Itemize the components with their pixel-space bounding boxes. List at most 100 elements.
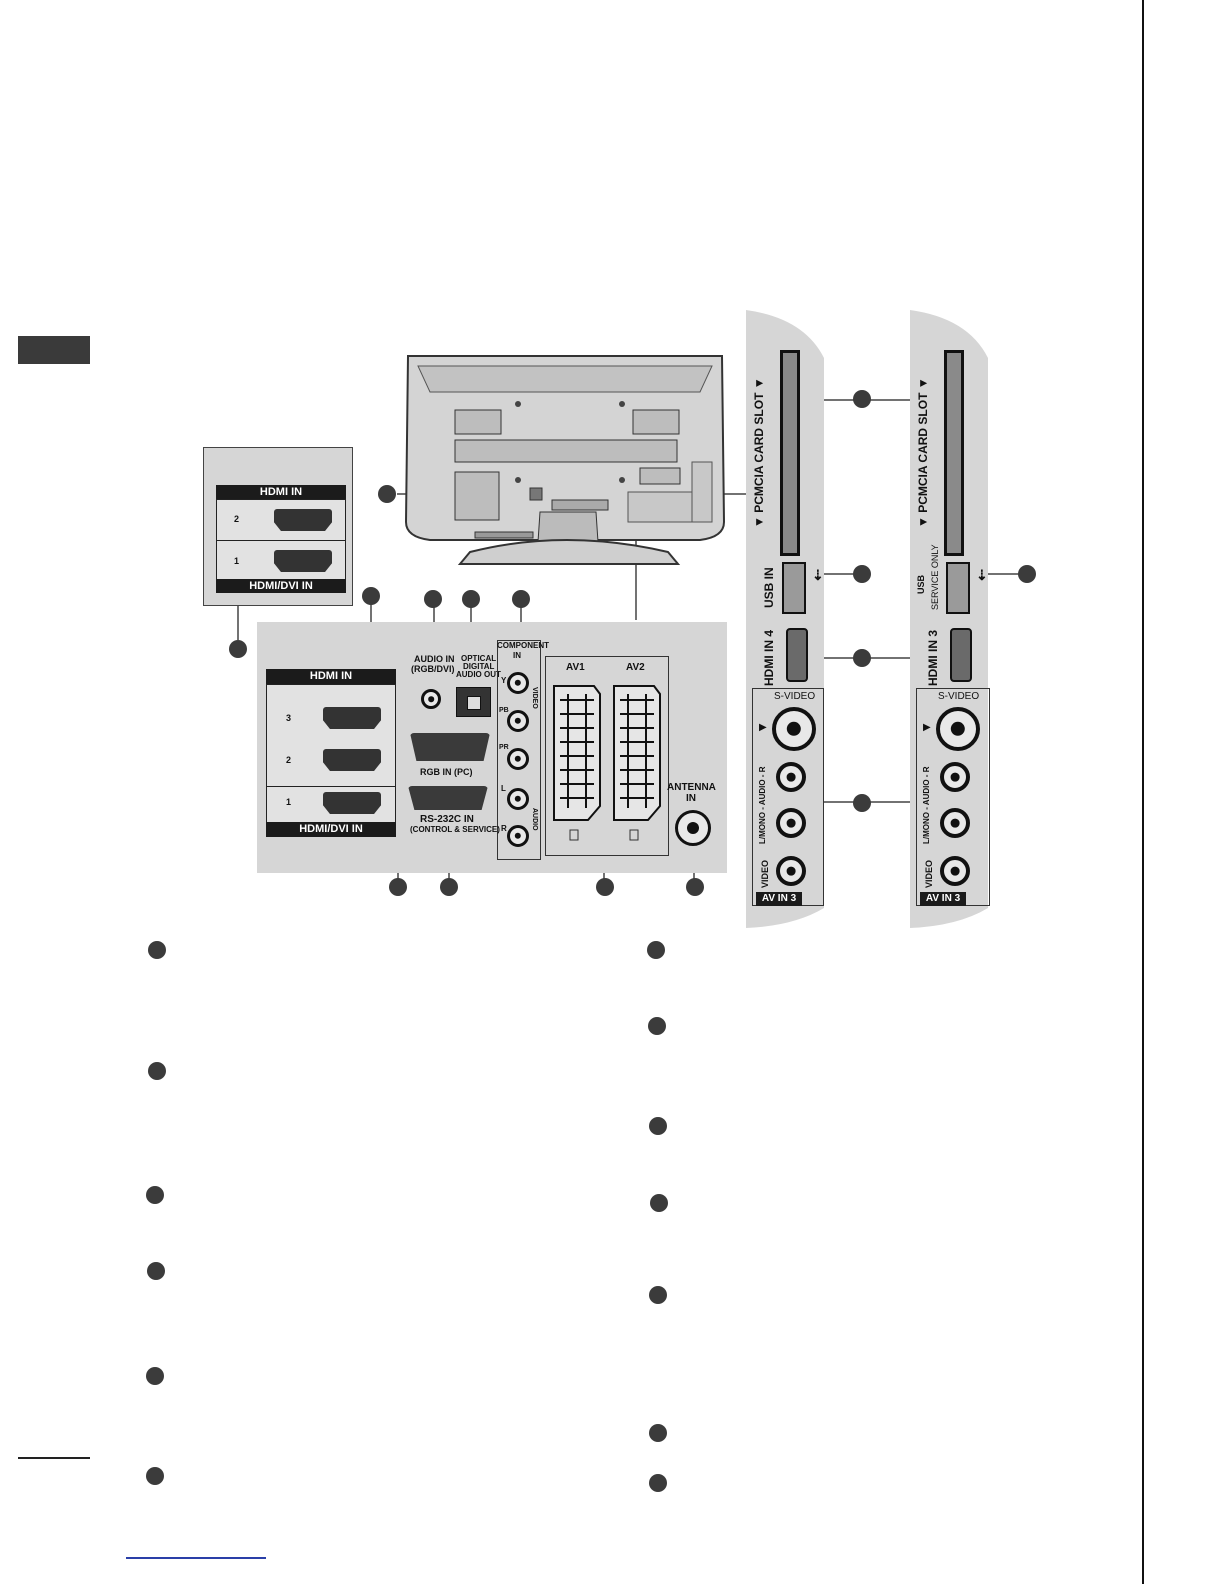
usb-port-1 [782, 562, 806, 614]
antenna-label: ANTENNA [667, 782, 716, 793]
callout-marker [853, 649, 871, 667]
svideo-jack-icon [772, 707, 816, 751]
scart-connectors [553, 685, 661, 841]
hdmi-small-divider [216, 540, 346, 541]
audio-in-sublabel: (RGB/DVI) [411, 664, 455, 674]
hdmi-main-footer: HDMI/DVI IN [266, 822, 396, 837]
callout-marker [462, 590, 480, 608]
callout-marker [378, 485, 396, 503]
section-tab-marker [18, 336, 90, 364]
callout-marker [229, 640, 247, 658]
rca-jack-icon [507, 788, 529, 810]
av1-label: AV1 [566, 662, 585, 673]
av2-label: AV2 [626, 662, 645, 673]
legend-marker [148, 941, 166, 959]
audio-label-2: L/MONO - AUDIO - R [922, 766, 931, 844]
usb-label-1: USB IN [762, 567, 776, 608]
usb-icon: ⇣ [976, 567, 988, 583]
usb-label-2: USB [916, 574, 926, 594]
rgb-label: RGB IN (PC) [420, 767, 473, 777]
component-y-label: Y [501, 676, 507, 685]
rs232-port-icon [408, 786, 488, 810]
hdmi-port-icon [274, 509, 332, 531]
svideo-jack-icon [936, 707, 980, 751]
legend-marker [146, 1367, 164, 1385]
rca-jack-icon [776, 762, 806, 792]
legend-marker [647, 941, 665, 959]
audio-side-label: AUDIO [531, 808, 538, 831]
legend-marker [648, 1017, 666, 1035]
svideo-label-2: S-VIDEO [938, 691, 980, 702]
pcmcia-slot-1 [780, 350, 800, 556]
component-r-label: R [501, 824, 507, 833]
av-in-label-1: AV IN 3 [756, 892, 802, 906]
component-l-label: L [501, 784, 506, 793]
legend-marker [649, 1117, 667, 1135]
legend-marker [146, 1186, 164, 1204]
optical-label: AUDIO OUT [456, 670, 501, 679]
optical-label: DIGITAL [463, 662, 495, 671]
antenna-jack-icon [675, 810, 711, 846]
rca-jack-icon [507, 672, 529, 694]
hdmi-main-port-label: 2 [286, 755, 292, 765]
rca-jack-icon [940, 856, 970, 886]
legend-marker [650, 1194, 668, 1212]
pcmcia-label-2: ▼ PCMCIA CARD SLOT ▼ [916, 377, 930, 528]
rca-jack-icon [940, 762, 970, 792]
callout-marker [853, 390, 871, 408]
callout-marker [853, 794, 871, 812]
footer-link-rule [126, 1557, 266, 1559]
hdmi-small-footer: HDMI/DVI IN [216, 579, 346, 593]
callout-marker [389, 878, 407, 896]
callout-marker [362, 587, 380, 605]
hdmi-main-header: HDMI IN [266, 669, 396, 684]
hdmi-small-header: HDMI IN [216, 485, 346, 499]
video-label-2: VIDEO [924, 859, 934, 888]
rca-jack-icon [507, 748, 529, 770]
rs232-sublabel: (CONTROL & SERVICE) [410, 825, 500, 834]
rs232-label: RS-232C IN [420, 814, 474, 825]
component-pr-label: PR [499, 744, 509, 751]
hdmi-main-divider [266, 786, 396, 787]
tv-rear-illustration [404, 355, 726, 565]
callout-marker [424, 590, 442, 608]
hdmi-small-port-label: 2 [234, 514, 240, 524]
hdmi-port-1 [786, 628, 808, 682]
antenna-sublabel: IN [686, 793, 696, 804]
callout-marker [512, 590, 530, 608]
component-pb-label: PB [499, 707, 509, 714]
hdmi-port-icon [323, 792, 381, 814]
hdmi-small-port-label: 1 [234, 556, 240, 566]
component-label: COMPONENT [497, 641, 549, 650]
audio-jack-icon [421, 689, 441, 709]
audio-in-label: AUDIO IN [414, 654, 455, 664]
legend-marker [147, 1262, 165, 1280]
hdmi-port-icon [323, 707, 381, 729]
legend-marker [649, 1286, 667, 1304]
callout-marker [853, 565, 871, 583]
rca-jack-icon [940, 808, 970, 838]
hdmi-main-port-label: 3 [286, 713, 292, 723]
hdmi-port-icon [274, 550, 332, 572]
rca-jack-icon [507, 825, 529, 847]
rca-jack-icon [776, 856, 806, 886]
usb-sublabel-2: SERVICE ONLY [930, 544, 940, 610]
legend-marker [146, 1467, 164, 1485]
hdmi-label-1: HDMI IN 4 [762, 629, 776, 686]
hdmi-port-2 [950, 628, 972, 682]
pcmcia-label-1: ▼ PCMCIA CARD SLOT ▼ [752, 377, 766, 528]
legend-marker [649, 1474, 667, 1492]
svideo-label-1: S-VIDEO [774, 691, 816, 702]
video-side-label: VIDEO [531, 687, 538, 709]
audio-label-1: L/MONO - AUDIO - R [758, 766, 767, 844]
optical-label: OPTICAL [461, 654, 497, 663]
callout-marker [1018, 565, 1036, 583]
margin-rule [18, 1457, 90, 1459]
component-frame [497, 640, 541, 860]
legend-marker [148, 1062, 166, 1080]
page-edge-line [1142, 0, 1144, 1584]
hdmi-label-2: HDMI IN 3 [926, 629, 940, 686]
hdmi-main-port-label: 1 [286, 797, 292, 807]
pcmcia-slot-2 [944, 350, 964, 556]
callout-marker [596, 878, 614, 896]
